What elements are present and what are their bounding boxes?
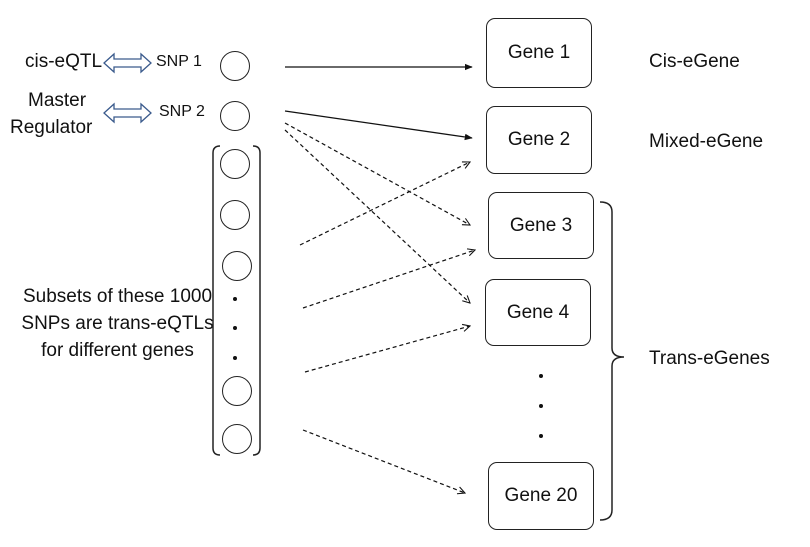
double-arrow-icon [103,102,152,124]
trans-egenes-label: Trans-eGenes [649,348,770,369]
ellipsis-dot [233,297,237,301]
snp-node [222,376,252,406]
trans-egenes-brace [599,201,625,521]
snp2-to-gene3-arrow [284,122,470,225]
gene-20-box: Gene 20 [488,462,594,530]
gene-4-box: Gene 4 [485,279,591,346]
cis-eqtl-label: cis-eQTL [25,51,103,72]
gene-2-box: Gene 2 [486,106,592,174]
snp-group-bracket-left [212,145,221,456]
ellipsis-dot [233,356,237,360]
mixed-egene-label: Mixed-eGene [649,131,764,152]
master-regulator-label-line2: Regulator [10,117,93,138]
cis-egene-label: Cis-eGene [649,51,740,72]
trans-snp-to-gene4-arrow [304,326,470,373]
snp1-label: SNP 1 [156,53,202,70]
snp2-node [220,101,250,131]
trans-snp-to-gene3-arrow [302,250,475,309]
snp-node [220,200,250,230]
snp-node [220,149,250,179]
snp-node [222,424,252,454]
ellipsis-dot [233,326,237,330]
snp1-node [220,51,250,81]
snp-group-bracket-right [252,145,261,456]
snp2-to-gene4-arrow [284,129,470,303]
snp2-label: SNP 2 [159,103,205,120]
gene-3-box: Gene 3 [488,192,594,259]
snp2-to-gene2-arrow [284,110,473,141]
trans-snp-to-gene2-arrow [299,162,470,246]
master-regulator-label-line1: Master [28,90,87,111]
ellipsis-dot [539,404,543,408]
ellipsis-dot [539,434,543,438]
double-arrow-icon [103,52,152,74]
trans-eqtl-note: Subsets of these 1000 SNPs are trans-eQT… [21,286,214,361]
snp-node [222,251,252,281]
ellipsis-dot [539,374,543,378]
trans-snp-to-gene20-arrow [302,429,465,493]
gene-1-box: Gene 1 [486,18,592,88]
